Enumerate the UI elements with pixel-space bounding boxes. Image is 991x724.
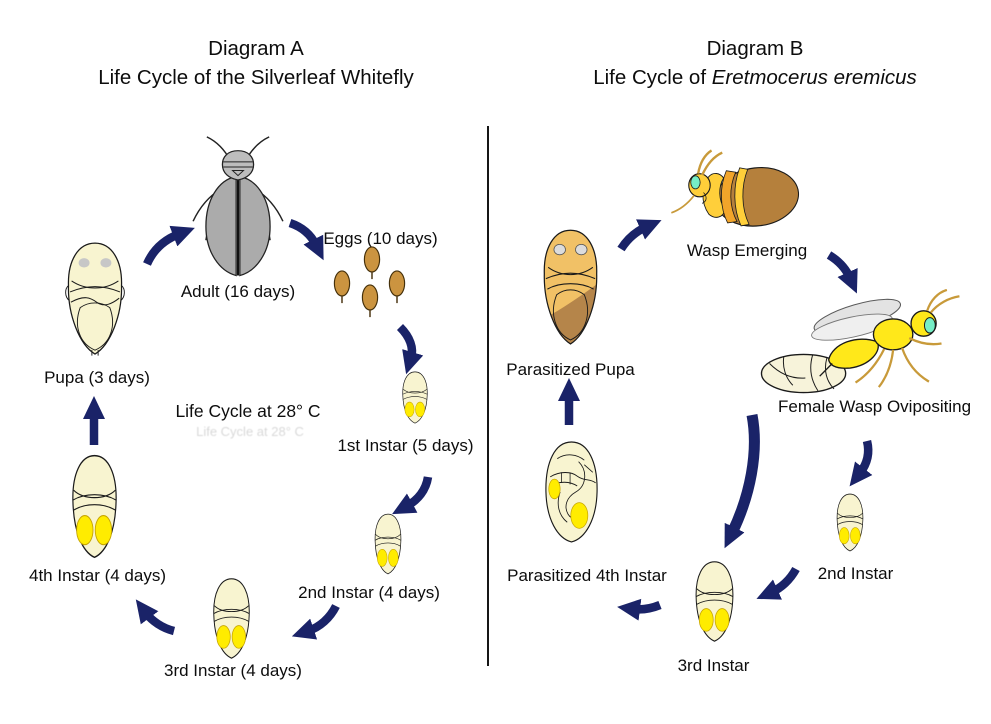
instar2-b-label: 2nd Instar xyxy=(817,564,894,583)
pupa-illustration xyxy=(56,240,134,358)
instar3-b-illustration xyxy=(686,559,743,644)
arrow-eggs-to-instar1 xyxy=(396,323,424,375)
diagram-a-title: Diagram A Life Cycle of the Silverleaf W… xyxy=(36,34,476,92)
instar4-label: 4th Instar (4 days) xyxy=(28,566,166,585)
center-note-ghost-artifact: Life Cycle at 28° C xyxy=(196,424,304,439)
arrow-instar3-to-parasitized-instar4 xyxy=(617,598,662,621)
arrow-instar1-to-instar2 xyxy=(392,476,433,515)
wasp-emerging-illustration xyxy=(670,149,804,236)
instar3-label: 3rd Instar (4 days) xyxy=(164,661,302,680)
instar2-b-illustration xyxy=(830,492,870,553)
arrow-wasp-emerging-to-female-wasp xyxy=(826,251,858,294)
arrow-pupa-to-adult xyxy=(143,225,195,266)
parasitized-pupa-label: Parasitized Pupa xyxy=(506,360,635,379)
arrow-instar3-to-instar4 xyxy=(135,599,176,636)
instar3-b-label: 3rd Instar xyxy=(677,656,750,675)
adult-label: Adult (16 days) xyxy=(180,282,296,301)
adult-whitefly-illustration xyxy=(183,130,293,285)
arrow-female-wasp-to-instar3-long xyxy=(724,413,760,549)
instar1-illustration xyxy=(396,370,434,425)
parasitized-instar4-label: Parasitized 4th Instar xyxy=(507,566,667,585)
female-wasp-ovipositing-illustration xyxy=(757,289,963,398)
wasp-emerging-label: Wasp Emerging xyxy=(686,241,808,260)
parasitized-instar4-illustration xyxy=(536,439,607,545)
diagram-b-title-line2: Life Cycle of Eretmocerus eremicus xyxy=(540,63,970,92)
diagram-divider-line xyxy=(487,126,489,666)
eggs-illustration xyxy=(333,246,406,318)
eggs-label: Eggs (10 days) xyxy=(323,229,438,248)
female-wasp-label: Female Wasp Ovipositing xyxy=(778,397,972,416)
instar1-label: 1st Instar (5 days) xyxy=(337,436,474,455)
instar2-label: 2nd Instar (4 days) xyxy=(298,583,440,602)
diagram-b-title: Diagram B Life Cycle of Eretmocerus erem… xyxy=(540,34,970,92)
arrow-instar2-to-instar3 xyxy=(291,603,340,640)
center-note: Life Cycle at 28° C xyxy=(175,401,321,421)
arrow-instar2-to-instar3-b xyxy=(756,566,800,600)
diagram-a-title-line2: Life Cycle of the Silverleaf Whitefly xyxy=(98,66,414,89)
parasitized-pupa-illustration xyxy=(532,227,609,348)
arrow-parasitized-pupa-to-wasp-emerging xyxy=(617,219,662,252)
diagram-b-subtitle-prefix: Life Cycle of xyxy=(593,66,712,89)
instar2-illustration xyxy=(368,512,408,576)
diagram-b-subtitle-species: Eretmocerus eremicus xyxy=(711,66,917,89)
arrow-adult-to-eggs xyxy=(288,218,324,261)
instar3-illustration xyxy=(204,576,259,661)
arrow-female-wasp-to-instar2 xyxy=(849,439,873,487)
diagram-a-title-line1: Diagram A xyxy=(208,37,304,60)
instar4-illustration xyxy=(61,452,128,561)
diagram-b-title-line1: Diagram B xyxy=(706,37,804,60)
pupa-label: Pupa (3 days) xyxy=(44,368,150,387)
